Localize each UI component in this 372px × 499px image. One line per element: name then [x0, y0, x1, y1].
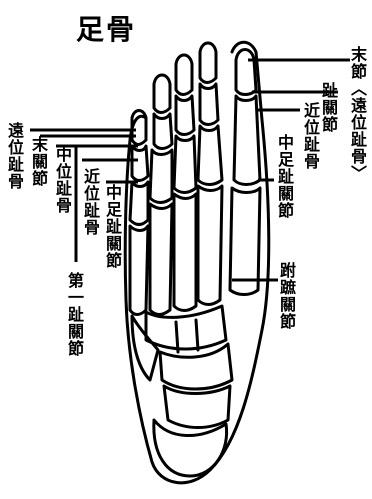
page-title: 足骨	[76, 8, 136, 48]
second-toe	[200, 43, 216, 83]
tarsal-detail-1	[196, 320, 198, 350]
second-toe-middle	[200, 84, 218, 125]
cuneiforms	[146, 306, 226, 349]
second-metatarsal	[198, 186, 222, 305]
foot-drawing	[125, 42, 269, 483]
third-toe	[176, 55, 192, 95]
label-end-joint-left: 末關節	[30, 136, 46, 187]
label-distal-phalanx-left: 遠位趾骨	[6, 122, 22, 190]
big-toe	[236, 50, 256, 95]
fifth-toe-proximal	[130, 182, 148, 225]
second-toe-proximal	[198, 126, 222, 185]
label-middle-foot-joint-left: 中足趾關節	[104, 184, 120, 269]
fourth-metatarsal	[150, 204, 172, 315]
third-toe-middle	[176, 96, 194, 135]
third-metatarsal	[174, 194, 196, 311]
navicular	[160, 344, 232, 389]
talus	[164, 386, 230, 428]
third-toe-proximal	[174, 136, 196, 193]
label-proximal-phalanx-left: 近位趾骨	[82, 168, 98, 236]
label-tarsometatarsal-joint: 跗蹠關節	[278, 262, 294, 330]
fifth-metatarsal	[130, 226, 148, 315]
tarsal-detail-2	[176, 322, 178, 352]
label-proximal-phalanx: 近位趾骨	[302, 102, 318, 170]
label-toe-joint: 趾關節	[320, 82, 336, 133]
fourth-toe	[154, 75, 170, 113]
label-middle-phalanx-left: 中位趾骨	[54, 146, 70, 214]
fourth-toe-proximal	[150, 150, 172, 203]
label-first-toe-joint: 第一趾關節	[66, 272, 82, 357]
label-end-phalanx: 末節〈遠位趾骨〉	[349, 46, 365, 182]
fourth-toe-middle	[154, 114, 172, 149]
fifth-toe-middle	[132, 146, 148, 181]
label-middle-foot-joint: 中足趾關節	[276, 134, 292, 219]
